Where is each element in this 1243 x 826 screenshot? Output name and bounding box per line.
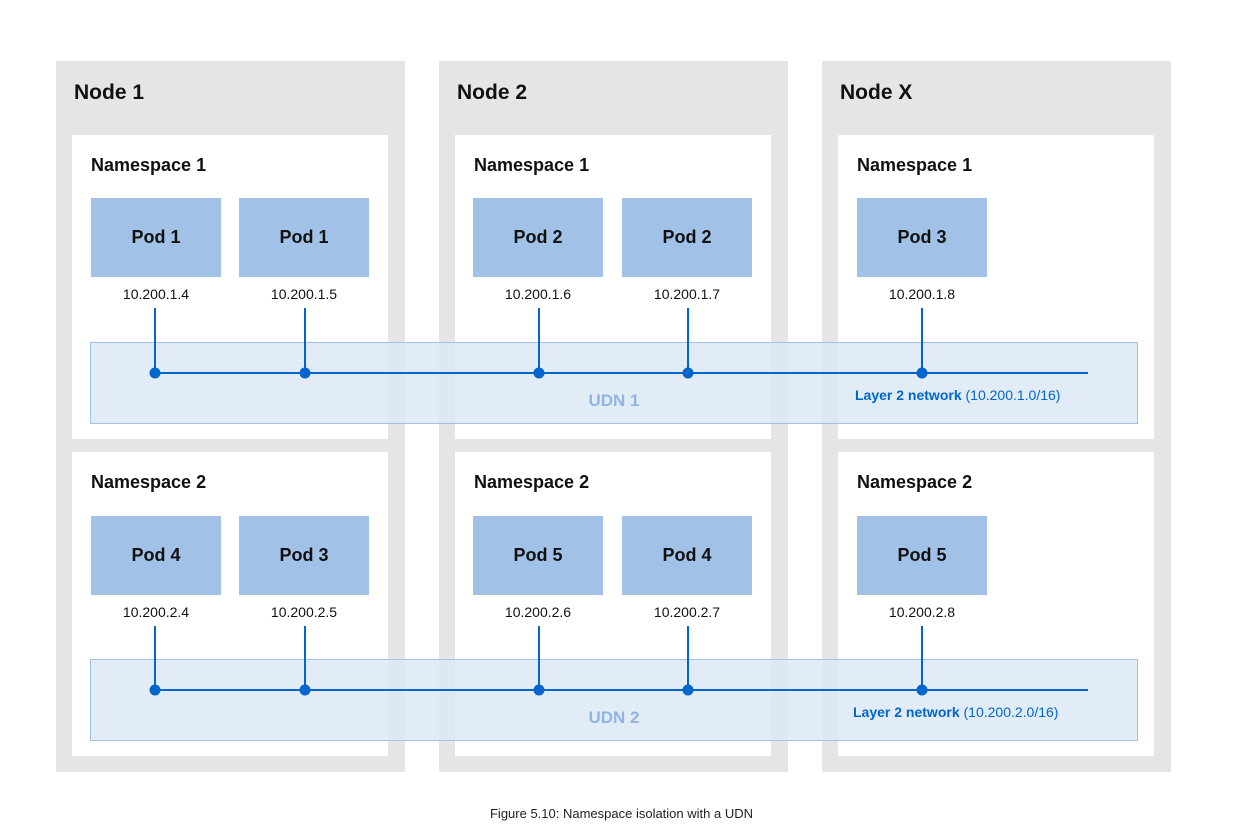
figure-caption: Figure 5.10: Namespace isolation with a … xyxy=(489,806,753,821)
namespace-title: Namespace 2 xyxy=(474,472,590,492)
namespace-title: Namespace 1 xyxy=(857,155,973,175)
namespace-title: Namespace 2 xyxy=(91,472,207,492)
udn-1-label: UDN 1 xyxy=(588,391,640,410)
network-cidr: (10.200.1.0/16) xyxy=(965,387,1061,403)
network-cidr: (10.200.2.0/16) xyxy=(963,704,1059,720)
node-title: Node 1 xyxy=(74,81,145,104)
pod-ip: 10.200.1.8 xyxy=(888,286,956,302)
connection-dot xyxy=(149,684,161,696)
connection-dot xyxy=(533,367,545,379)
pod-ip: 10.200.2.5 xyxy=(270,604,338,620)
connection-dot xyxy=(682,684,694,696)
pod-ip: 10.200.1.5 xyxy=(270,286,338,302)
pod-ip: 10.200.1.4 xyxy=(122,286,190,302)
connection-dot xyxy=(149,367,161,379)
network-type: Layer 2 network xyxy=(855,387,962,403)
pod-box: Pod 4 xyxy=(622,516,752,595)
pod-ip: 10.200.1.6 xyxy=(504,286,572,302)
network-type: Layer 2 network xyxy=(853,704,960,720)
pod-ip: 10.200.2.7 xyxy=(653,604,721,620)
pod-box: Pod 5 xyxy=(473,516,603,595)
pod-box: Pod 2 xyxy=(622,198,752,277)
connection-dot xyxy=(916,367,928,379)
udn-1-band xyxy=(90,342,1138,424)
pod-box: Pod 1 xyxy=(239,198,369,277)
namespace-title: Namespace 1 xyxy=(91,155,207,175)
pod-box: Pod 5 xyxy=(857,516,987,595)
connection-dot xyxy=(682,367,694,379)
pod-ip: 10.200.2.4 xyxy=(122,604,190,620)
connection-dot xyxy=(916,684,928,696)
pod-box: Pod 2 xyxy=(473,198,603,277)
layer2-network-2-label: Layer 2 network (10.200.2.0/16) xyxy=(853,704,1058,720)
pod-box: Pod 3 xyxy=(857,198,987,277)
namespace-title: Namespace 1 xyxy=(474,155,590,175)
connection-dot xyxy=(299,367,311,379)
pod-box: Pod 3 xyxy=(239,516,369,595)
connection-dot xyxy=(533,684,545,696)
udn-2-band xyxy=(90,659,1138,741)
pod-ip: 10.200.1.7 xyxy=(653,286,721,302)
udn-2-label: UDN 2 xyxy=(588,708,640,727)
layer2-network-1-label: Layer 2 network (10.200.1.0/16) xyxy=(855,387,1060,403)
pod-ip: 10.200.2.8 xyxy=(888,604,956,620)
namespace-title: Namespace 2 xyxy=(857,472,973,492)
pod-ip: 10.200.2.6 xyxy=(504,604,572,620)
pod-box: Pod 1 xyxy=(91,198,221,277)
connection-dot xyxy=(299,684,311,696)
node-title: Node 2 xyxy=(457,81,528,104)
pod-box: Pod 4 xyxy=(91,516,221,595)
node-title: Node X xyxy=(840,81,913,104)
